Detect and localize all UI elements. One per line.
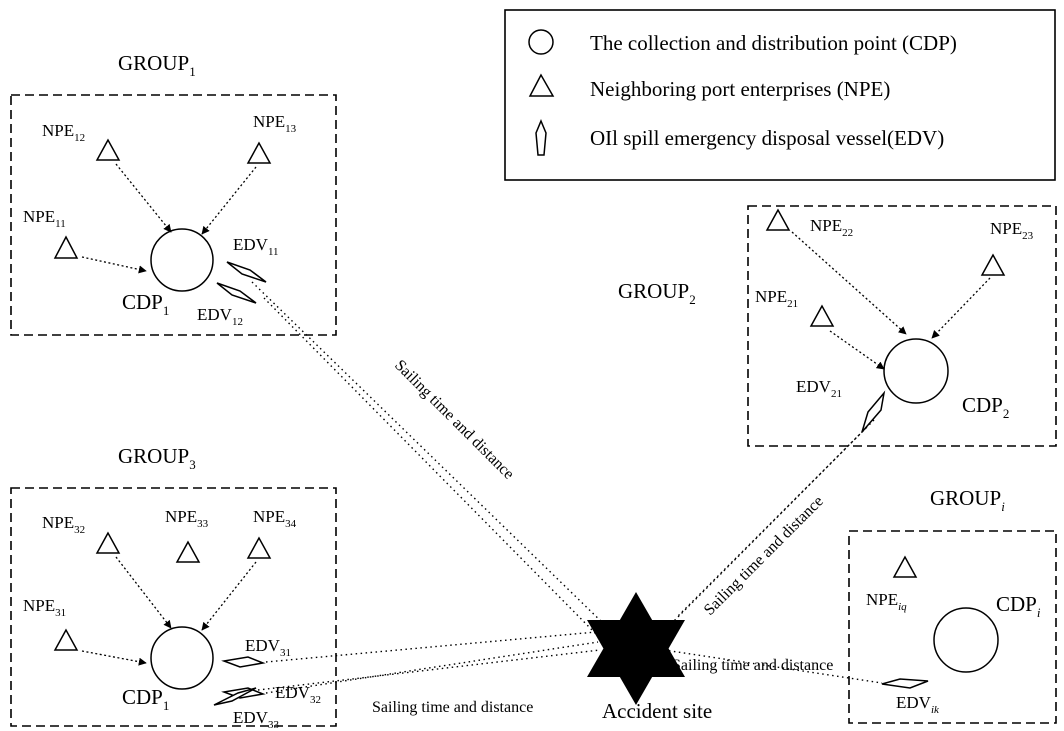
group-3: GROUP3 NPE32 NPE33 NPE34 NPE31 CDP1 EDV3… [10, 444, 337, 731]
group-i-npe-iq-triangle-icon [892, 555, 918, 578]
group-i-edv-ik-label: EDVik [896, 693, 940, 716]
group-3-edv-33-label: EDV33 [233, 708, 279, 731]
legend-edv-vessel-icon [535, 119, 547, 156]
group-2-box [747, 205, 1057, 447]
group-3-npe-33-label: NPE33 [165, 507, 209, 530]
group-3-npe-34-label: NPE34 [253, 507, 297, 530]
group-1-title: GROUP1 [118, 51, 196, 79]
group-1-edv-11-vessel-icon [226, 261, 267, 283]
group-2-npe-21-triangle-icon [809, 304, 835, 327]
group-2-title: GROUP2 [618, 279, 696, 307]
group-3-npe-31-triangle-icon [53, 628, 79, 651]
group-3-npe-34-triangle-icon [246, 536, 272, 559]
route-line-group-2-edv-21-a [675, 419, 875, 619]
group-i: GROUPi NPEiq CDPi EDVik [848, 486, 1057, 724]
group-1-arrow-npe-12 [115, 163, 172, 233]
group-i-npe-iq-label: NPEiq [866, 590, 907, 613]
route-line-group-3-edv-32 [265, 641, 599, 694]
group-2-cdp-label: CDP2 [962, 393, 1009, 421]
group-3-cdp-circle-icon [150, 626, 214, 690]
group-1-arrow-npe-13 [201, 166, 257, 235]
group-1-npe-11-triangle-icon [53, 235, 79, 259]
route-label-group-1: Sailing time and distance [391, 357, 517, 483]
group-1-npe-12-label: NPE12 [42, 121, 85, 144]
group-1-edv-12-label: EDV12 [197, 305, 243, 328]
sailing-routes: Sailing time and distance Sailing time a… [251, 281, 883, 716]
legend-box [504, 9, 1056, 181]
group-2-npe-23-triangle-icon [980, 253, 1006, 276]
group-1-cdp-circle-icon [150, 228, 214, 292]
group-3-edv-32-label: EDV32 [275, 683, 321, 706]
group-1-cdp-label: CDP1 [122, 290, 169, 318]
group-1-arrow-npe-11 [81, 256, 147, 274]
route-line-group-i-edv-ik [663, 649, 883, 684]
group-3-arrow-npe-34 [201, 561, 257, 631]
group-3-npe-31-label: NPE31 [23, 596, 66, 619]
route-label-group-2: Sailing time and distance [701, 493, 827, 619]
legend-npe-triangle-icon [528, 73, 555, 97]
group-i-title: GROUPi [930, 486, 1005, 514]
group-2-arrow-npe-22 [791, 231, 907, 335]
group-1-npe-12-triangle-icon [95, 138, 121, 161]
group-2-npe-21-label: NPE21 [755, 287, 798, 310]
group-2-cdp-circle-icon [883, 338, 949, 404]
group-3-cdp-label: CDP1 [122, 685, 169, 713]
route-line-group-1-edv-11 [251, 281, 609, 629]
group-2-edv-21-label: EDV21 [796, 377, 842, 400]
group-i-cdp-label: CDPi [996, 592, 1041, 620]
accident-site-label: Accident site [602, 699, 712, 723]
legend-npe-label: Neighboring port enterprises (NPE) [590, 77, 890, 101]
group-1-npe-11-label: NPE11 [23, 207, 66, 230]
group-i-cdp-circle-icon [933, 607, 999, 673]
group-3-npe-33-triangle-icon [175, 540, 201, 563]
legend: The collection and distribution point (C… [504, 9, 1056, 181]
group-2-npe-22-triangle-icon [765, 208, 791, 231]
group-i-edv-ik-vessel-icon [881, 678, 929, 689]
group-1-edv-11-label: EDV11 [233, 235, 279, 258]
group-2-npe-22-label: NPE22 [810, 216, 853, 239]
legend-edv-label: OIl spill emergency disposal vessel(EDV) [590, 126, 944, 150]
group-2: GROUP2 NPE22 NPE23 NPE21 CDP2 EDV21 [618, 205, 1057, 447]
route-label-group-i: Sailing time and distance [672, 657, 833, 674]
accident-star-icon [587, 592, 685, 705]
group-3-npe-32-triangle-icon [95, 531, 121, 554]
group-3-arrow-npe-31 [81, 650, 147, 666]
group-2-edv-21-vessel-icon [861, 390, 886, 433]
group-i-box [848, 530, 1057, 724]
group-1-npe-13-triangle-icon [246, 141, 272, 164]
route-line-group-2-edv-21-b [669, 427, 867, 626]
group-1-npe-13-label: NPE13 [253, 112, 297, 135]
group-1: GROUP1 NPE12 NPE13 NPE11 CDP1 EDV11 EDV1… [10, 51, 337, 336]
group-2-arrow-npe-23 [931, 277, 991, 339]
group-3-title: GROUP3 [118, 444, 196, 472]
route-line-group-1-edv-12 [263, 297, 597, 635]
group-3-edv-33-vessel-icon [213, 687, 257, 706]
legend-cdp-circle-icon [528, 29, 554, 55]
accident-site: Accident site [587, 592, 712, 723]
group-1-edv-12-vessel-icon [216, 282, 257, 304]
route-label-group-3: Sailing time and distance [372, 699, 533, 716]
group-2-arrow-npe-21 [829, 330, 885, 370]
route-line-group-3-edv-31 [265, 631, 597, 663]
legend-cdp-label: The collection and distribution point (C… [590, 31, 957, 55]
group-3-npe-32-label: NPE32 [42, 513, 85, 536]
group-2-npe-23-label: NPE23 [990, 219, 1034, 242]
group-3-box [10, 487, 337, 727]
group-3-arrow-npe-32 [115, 556, 172, 629]
group-3-edv-31-label: EDV31 [245, 636, 291, 659]
group-1-box [10, 94, 337, 336]
group-3-edv-31-vessel-icon [221, 656, 266, 668]
